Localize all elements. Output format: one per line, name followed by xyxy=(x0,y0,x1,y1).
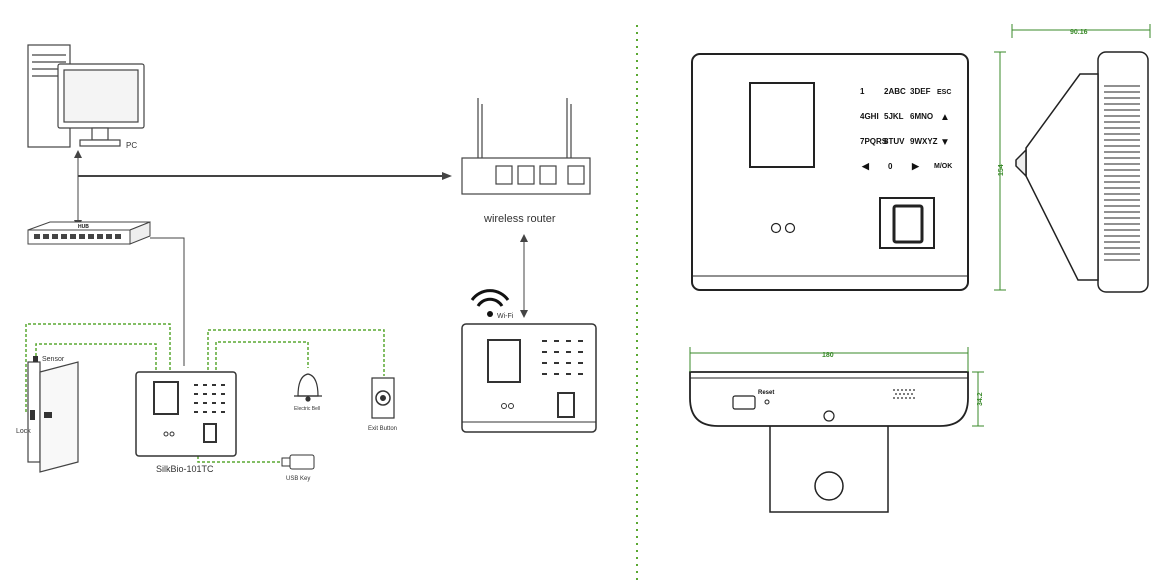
exit-button-label: Exit Button xyxy=(368,426,397,432)
sensor-label: Sensor xyxy=(42,356,65,363)
keypad: 1 2ABC 3DEF ESC 4GHI 5JKL 6MNO ▲ 7PQRS 8… xyxy=(860,87,952,171)
dim-height: 154 xyxy=(998,164,1005,176)
hub-label: HUB xyxy=(78,224,89,230)
key-0: 0 xyxy=(888,162,893,171)
screw-icon xyxy=(823,410,835,422)
key-left: ◀ xyxy=(861,161,870,171)
front-view xyxy=(691,53,969,291)
usb-port-icon xyxy=(732,395,756,410)
pc-label: PC xyxy=(126,141,137,150)
key-mok: M/OK xyxy=(934,163,952,170)
reset-label: Reset xyxy=(758,390,774,396)
camera-right-icon xyxy=(784,222,796,234)
wiring xyxy=(25,323,385,463)
usb-key-icon xyxy=(281,454,315,470)
pc-icon xyxy=(27,44,145,148)
speaker-grille-icon xyxy=(893,389,915,399)
electric-bell-icon xyxy=(294,373,322,402)
key-1: 1 xyxy=(860,87,865,96)
electric-bell-label: Electric Bell xyxy=(294,406,320,412)
key-2: 2ABC xyxy=(884,87,906,96)
dim-side-depth: 90.16 xyxy=(1070,29,1088,36)
device-name-label: SilkBio-101TC xyxy=(156,464,214,474)
usb-key-label: USB Key xyxy=(286,476,310,482)
wifi-label: Wi-Fi xyxy=(497,313,514,320)
silkbio-device-icon xyxy=(135,371,237,457)
key-6: 6MNO xyxy=(910,112,933,121)
reset-hole-icon xyxy=(764,399,770,405)
key-down: ▼ xyxy=(940,137,950,148)
key-5: 5JKL xyxy=(884,112,904,121)
dim-bottom-depth: 34.2 xyxy=(977,392,984,406)
router-icon xyxy=(461,98,591,195)
key-right: ▶ xyxy=(911,161,920,171)
wifi-icon xyxy=(470,289,510,317)
dimension-lines xyxy=(689,24,1151,427)
key-8: 8TUV xyxy=(884,137,905,146)
key-3: 3DEF xyxy=(910,87,931,96)
lock-label: Lock xyxy=(16,428,31,435)
camera-left-icon xyxy=(770,222,782,234)
exit-button-icon xyxy=(371,377,395,419)
hub-device-link xyxy=(150,237,185,366)
hub-icon xyxy=(27,221,151,245)
door-icon xyxy=(27,356,79,473)
wifi-device-icon xyxy=(461,323,597,433)
key-up: ▲ xyxy=(940,112,950,123)
key-7: 7PQRS xyxy=(860,137,888,146)
router-label: wireless router xyxy=(483,213,556,225)
bottom-view xyxy=(689,371,969,513)
key-4: 4GHI xyxy=(860,112,879,121)
side-view xyxy=(1015,51,1149,293)
key-esc: ESC xyxy=(937,89,951,96)
key-9: 9WXYZ xyxy=(910,137,938,146)
dim-width: 180 xyxy=(822,352,834,359)
